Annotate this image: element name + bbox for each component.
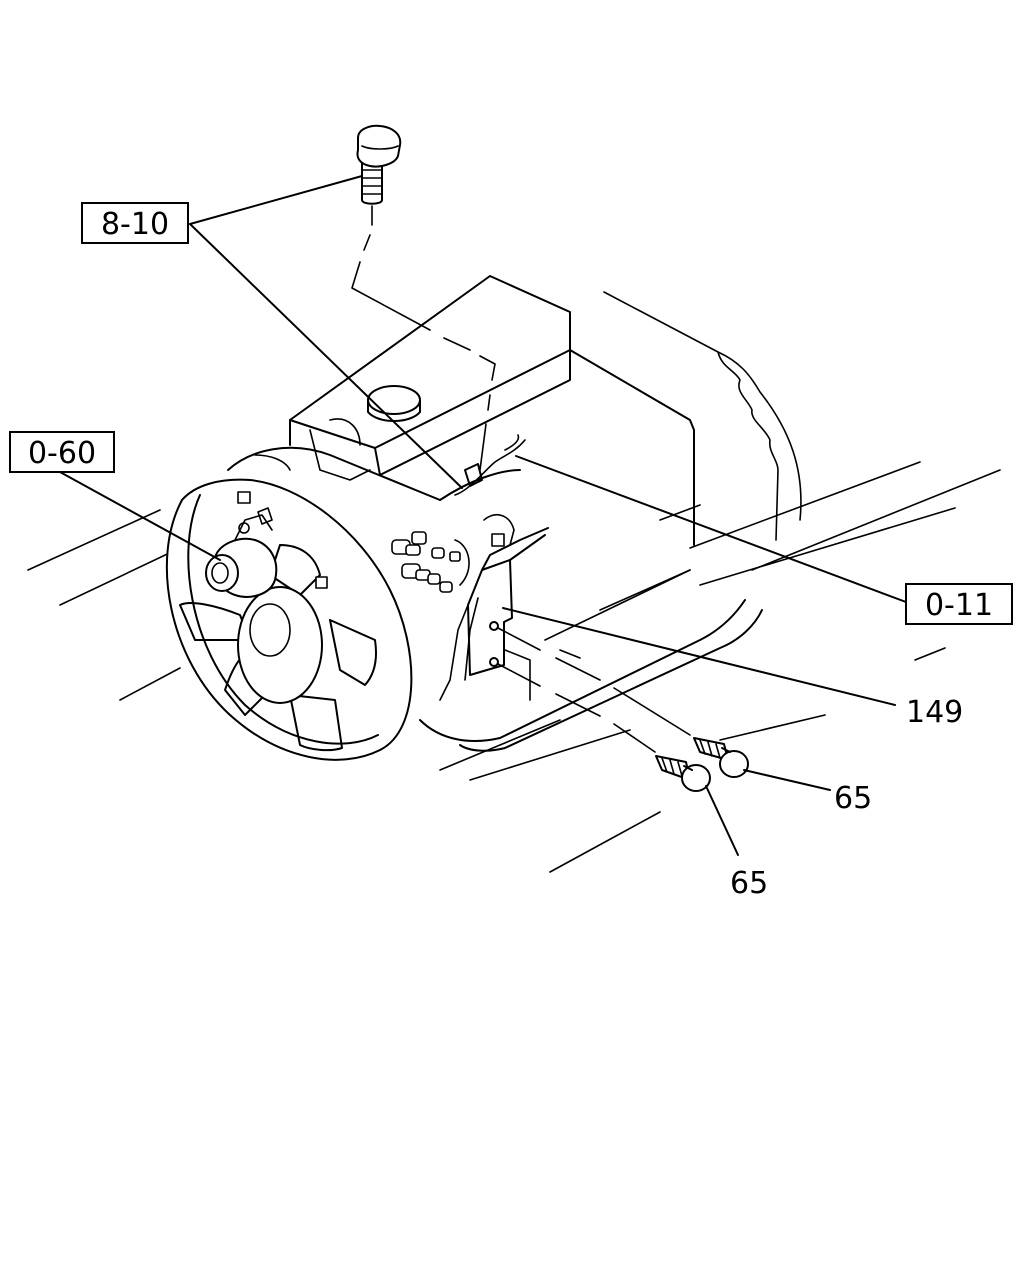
callout-part-149: 149 [906,695,963,730]
bolt-8-10 [351,124,496,471]
callout-ref-0-11-text: 0-11 [925,588,993,623]
callout-ref-0-60: 0-60 [9,431,115,473]
bolt-path-upper [497,627,691,736]
bolt-path-lower [497,663,656,753]
leader-lines [59,175,907,856]
mounting-bracket [439,514,549,701]
callout-ref-0-11: 0-11 [905,583,1013,625]
bolt-65-lower [655,755,711,792]
callout-ref-8-10-text: 8-10 [101,207,169,242]
fuel-fittings [391,531,470,593]
callout-ref-0-60-text: 0-60 [28,436,96,471]
callout-ref-8-10: 8-10 [81,202,189,244]
cooling-fan [165,478,413,761]
callout-part-65-upper: 65 [834,781,872,816]
bolt-65-upper [693,737,749,778]
callout-part-65-lower: 65 [730,866,768,901]
engine-body [27,275,1001,873]
